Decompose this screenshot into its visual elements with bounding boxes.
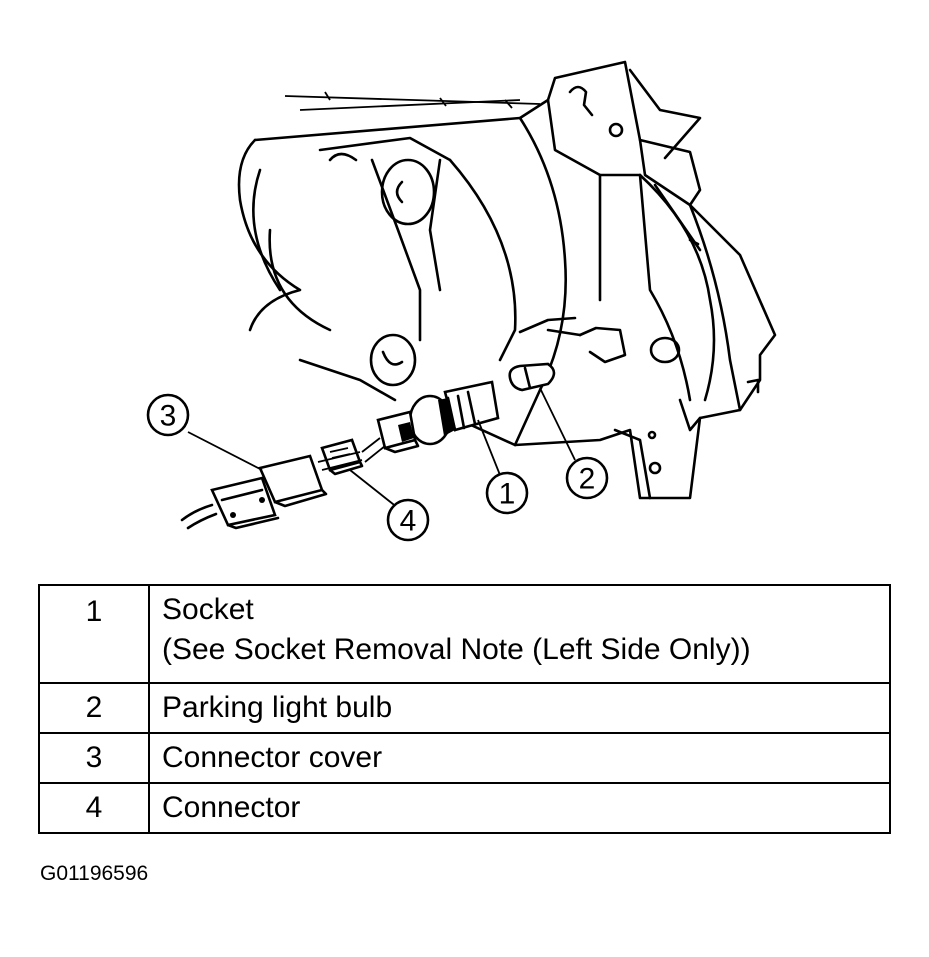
legend-row: 3 Connector cover [38,732,891,784]
callout-3: 3 [146,393,190,437]
parts-legend-table: 1 Socket (See Socket Removal Note (Left … [38,584,891,834]
figure-id: G01196596 [40,862,149,885]
wiring-harness [180,437,386,530]
parking-light-bulb-drawing [508,362,556,392]
socket-drawing [408,380,500,446]
legend-row: 1 Socket (See Socket Removal Note (Left … [38,584,891,684]
callout-1: 1 [485,471,529,515]
callout-3-label: 3 [160,400,177,433]
callout-1-label: 1 [499,478,516,511]
headlamp-assembly-illustration: 3 4 1 2 [146,60,777,542]
top-edge-hatching [284,91,541,111]
callout-4-label: 4 [400,505,417,538]
legend-number: 3 [38,732,150,784]
legend-number: 4 [38,782,150,834]
legend-label: Socket [162,593,254,626]
callout-2-label: 2 [579,463,596,496]
connector-cover-drawing [210,454,328,530]
legend-row: 4 Connector [38,782,891,834]
legend-label: Connector cover [148,732,891,784]
legend-number: 1 [38,584,150,684]
socket-connector-drawing [376,410,420,454]
legend-number: 2 [38,682,150,734]
callout-4: 4 [386,498,430,542]
headlamp-housing [237,60,777,500]
callout-2: 2 [565,456,609,500]
housing-details [328,85,760,475]
callout-leaders [187,387,576,509]
legend-label: Connector [148,782,891,834]
legend-label: Parking light bulb [148,682,891,734]
legend-row: 2 Parking light bulb [38,682,891,734]
legend-description: Socket (See Socket Removal Note (Left Si… [148,584,891,684]
legend-note: (See Socket Removal Note (Left Side Only… [162,633,751,666]
